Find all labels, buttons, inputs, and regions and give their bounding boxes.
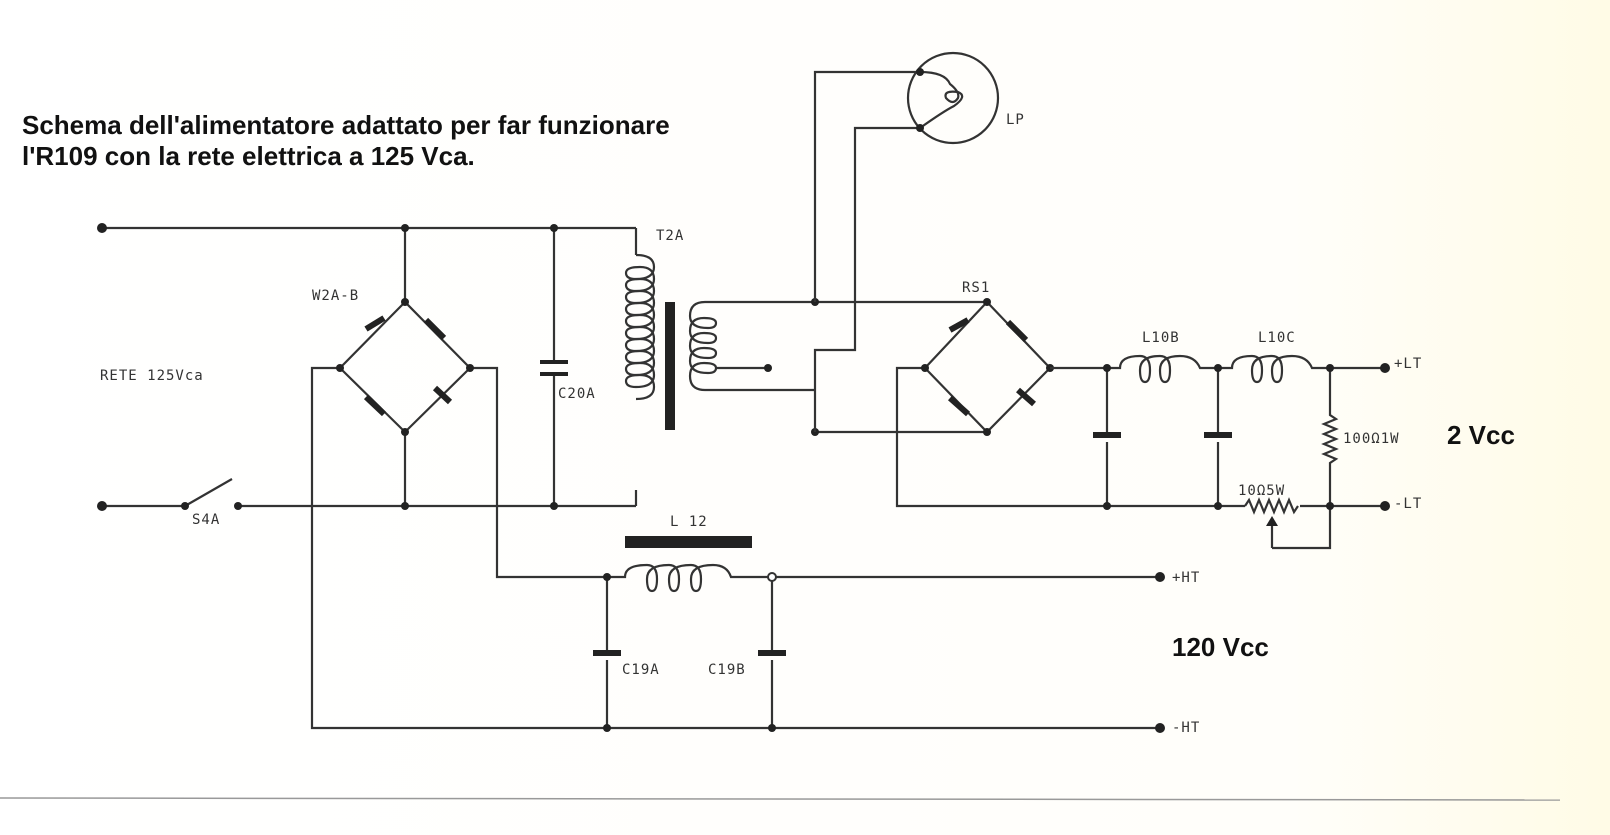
label-plus-ht: +HT — [1172, 570, 1200, 586]
label-10-ohm: 10Ω5W — [1238, 483, 1285, 499]
label-plus-lt: +LT — [1394, 356, 1422, 372]
label-l10b: L10B — [1142, 330, 1180, 346]
page-edge-line — [0, 797, 1561, 801]
label-switch-s4a: S4A — [192, 512, 220, 528]
label-c19a: C19A — [622, 662, 660, 678]
ht-voltage-annotation: 120 Vcc — [1172, 632, 1269, 662]
transformer-t2a — [624, 228, 987, 506]
label-l12: L 12 — [670, 514, 708, 530]
label-minus-lt: -LT — [1394, 496, 1422, 512]
caption: Schema dell'alimentatore adattato per fa… — [22, 110, 670, 172]
label-100-ohm: 100Ω1W — [1343, 431, 1400, 447]
label-minus-ht: -HT — [1172, 720, 1200, 736]
label-t2a: T2A — [656, 228, 684, 244]
label-l10c: L10C — [1258, 330, 1296, 346]
wire-junctions — [97, 223, 558, 511]
capacitor-c20a — [540, 228, 568, 506]
caption-line-1: Schema dell'alimentatore adattato per fa… — [22, 110, 670, 140]
label-c20a: C20A — [558, 386, 596, 402]
caption-line-2: l'R109 con la rete elettrica a 125 Vca. — [22, 141, 475, 171]
label-bridge-w2a-b: W2A-B — [312, 288, 359, 304]
bridge-rectifier-w2a-b — [336, 298, 474, 436]
label-lamp: LP — [1006, 112, 1025, 128]
label-c19b: C19B — [708, 662, 746, 678]
lamp-lp — [813, 51, 1000, 432]
ht-filter — [593, 536, 1165, 733]
lt-voltage-annotation: 2 Vcc — [1447, 420, 1515, 450]
bridge-rectifier-rs1 — [895, 298, 1385, 508]
lt-filter — [1050, 354, 1390, 550]
mains-wiring — [102, 226, 1160, 730]
switch-s4a — [181, 502, 242, 510]
label-rs1: RS1 — [962, 280, 990, 296]
label-mains: RETE 125Vca — [100, 368, 204, 384]
